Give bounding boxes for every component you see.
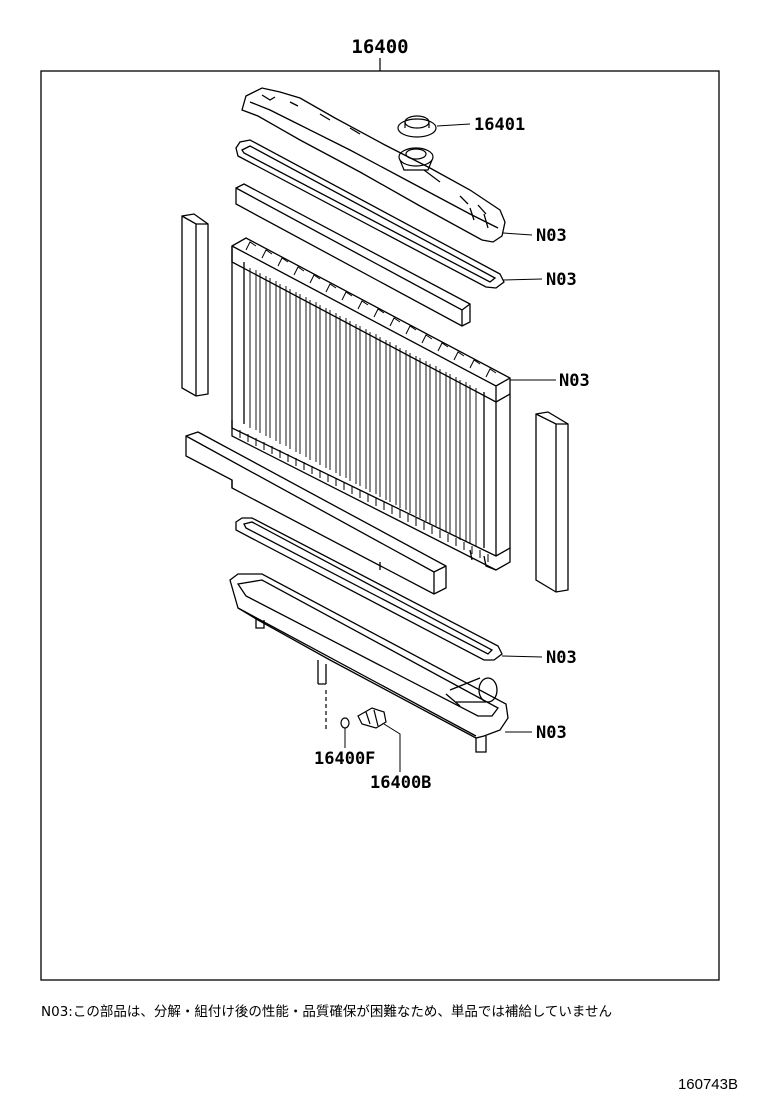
diagram-frame	[40, 70, 720, 981]
upper-tank[interactable]	[241, 87, 506, 243]
right-side-seal	[535, 411, 569, 593]
core-bottom-teeth	[239, 430, 489, 562]
leader-upper-gasket	[502, 278, 543, 281]
leader-cap	[436, 123, 471, 127]
label-o-ring[interactable]: 16400F	[314, 749, 375, 769]
label-upper-tank[interactable]: N03	[536, 226, 567, 246]
label-cap[interactable]: 16401	[474, 115, 525, 135]
radiator-cap[interactable]	[397, 115, 437, 138]
leader-lower-gasket	[501, 655, 543, 658]
footnote: N03:この部品は、分解・組付け後の性能・品質確保が困難なため、単品では補給して…	[41, 1004, 613, 1020]
label-drain-cock[interactable]: 16400B	[370, 773, 431, 793]
label-lower-tank[interactable]: N03	[536, 723, 567, 743]
label-core[interactable]: N03	[559, 371, 590, 391]
figure-code: 160743B	[677, 1076, 738, 1093]
leader-upper-tank	[502, 232, 533, 236]
assembly-part-label[interactable]: 16400	[351, 36, 408, 58]
upper-tank-gasket[interactable]	[235, 139, 505, 289]
drain-o-ring[interactable]	[340, 717, 350, 729]
upper-seal-bar	[235, 183, 471, 327]
label-lower-gasket[interactable]: N03	[546, 648, 577, 668]
core-fins	[249, 268, 477, 546]
drain-cock[interactable]	[357, 707, 387, 729]
filler-neck	[398, 147, 441, 183]
lower-tank-gasket[interactable]	[235, 517, 503, 661]
core-top-tabs	[245, 241, 497, 378]
lower-seal-bar	[185, 431, 447, 595]
leader-drain-cock	[383, 723, 401, 772]
radiator-core[interactable]	[231, 237, 511, 571]
left-side-seal	[181, 213, 209, 397]
label-upper-gasket[interactable]: N03	[546, 270, 577, 290]
lower-tank[interactable]	[229, 573, 509, 753]
